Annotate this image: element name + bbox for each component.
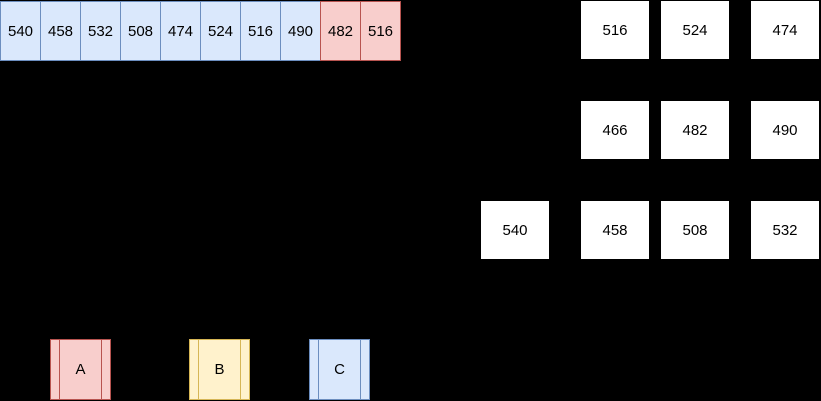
array-cell-value: 540 [7,22,34,40]
grid-box: 474 [750,0,820,60]
array-cell: 524 [200,1,241,61]
grid-box: 458 [580,200,650,260]
inner-line-left [198,340,199,399]
inner-line-right [101,340,102,399]
array-cell-value: 482 [327,22,354,40]
process-box-a: A [50,339,111,400]
grid-box: 508 [660,200,730,260]
grid-box-value: 474 [772,21,798,39]
grid-box-value: 482 [682,121,708,139]
grid-box: 540 [480,200,550,260]
array-cell: 532 [80,1,121,61]
array-cell-value: 490 [287,22,314,40]
array-cell-value: 458 [47,22,74,40]
process-box-c: C [309,339,370,400]
inner-line-left [59,340,60,399]
grid-box: 466 [580,100,650,160]
grid-box-value: 466 [602,121,628,139]
inner-line-right [360,340,361,399]
grid-box-value: 458 [602,221,628,239]
array-cell-value: 474 [167,22,194,40]
array-cell-value: 532 [87,22,114,40]
array-cell-value: 516 [247,22,274,40]
grid-box: 524 [660,0,730,60]
grid-box-value: 524 [682,21,708,39]
grid-box: 532 [750,200,820,260]
grid-box: 516 [580,0,650,60]
grid-box: 490 [750,100,820,160]
grid-box-value: 490 [772,121,798,139]
inner-line-right [240,340,241,399]
array-cell: 516 [360,1,401,61]
grid-box-value: 508 [682,221,708,239]
grid-box: 482 [660,100,730,160]
process-box-label: B [214,361,225,378]
array-cell: 474 [160,1,201,61]
process-box-label: A [75,361,86,378]
array-cell: 458 [40,1,81,61]
array-cell: 516 [240,1,281,61]
process-box-label: C [334,361,345,378]
array-cell-value: 508 [127,22,154,40]
grid-box-value: 516 [602,21,628,39]
inner-line-left [318,340,319,399]
array-cell: 490 [280,1,321,61]
array-cell-value: 516 [367,22,394,40]
array-strip: 540 458 532 508 474 524 516 490 482 516 [0,1,401,61]
array-cell-value: 524 [207,22,234,40]
array-cell: 482 [320,1,361,61]
grid-box-value: 532 [772,221,798,239]
array-cell: 540 [0,1,41,61]
process-box-b: B [189,339,250,400]
grid-box-value: 540 [502,221,528,239]
array-cell: 508 [120,1,161,61]
